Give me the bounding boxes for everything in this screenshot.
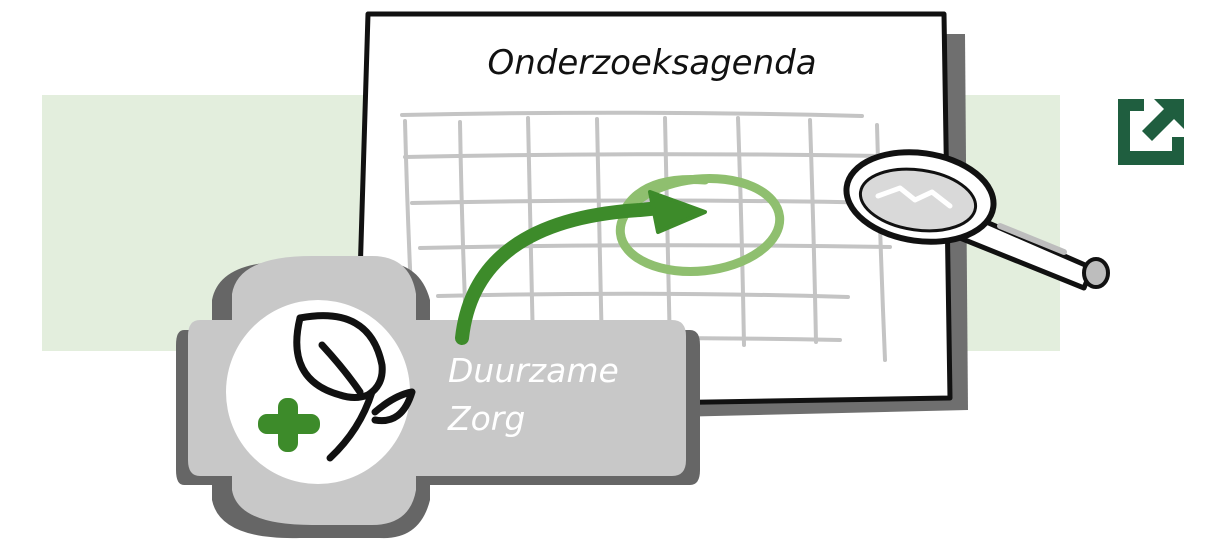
board-title: Onderzoeksagenda	[487, 43, 816, 83]
plant-icon	[293, 312, 416, 462]
plus-icon	[258, 398, 320, 452]
badge-label-line1: Duurzame	[448, 351, 619, 390]
magnifying-glass-icon	[843, 149, 1110, 291]
external-link-icon[interactable]	[1114, 95, 1190, 167]
badge-label-line2: Zorg	[447, 399, 525, 438]
curved-arrow-icon	[455, 190, 707, 345]
badge-circle	[226, 300, 410, 484]
